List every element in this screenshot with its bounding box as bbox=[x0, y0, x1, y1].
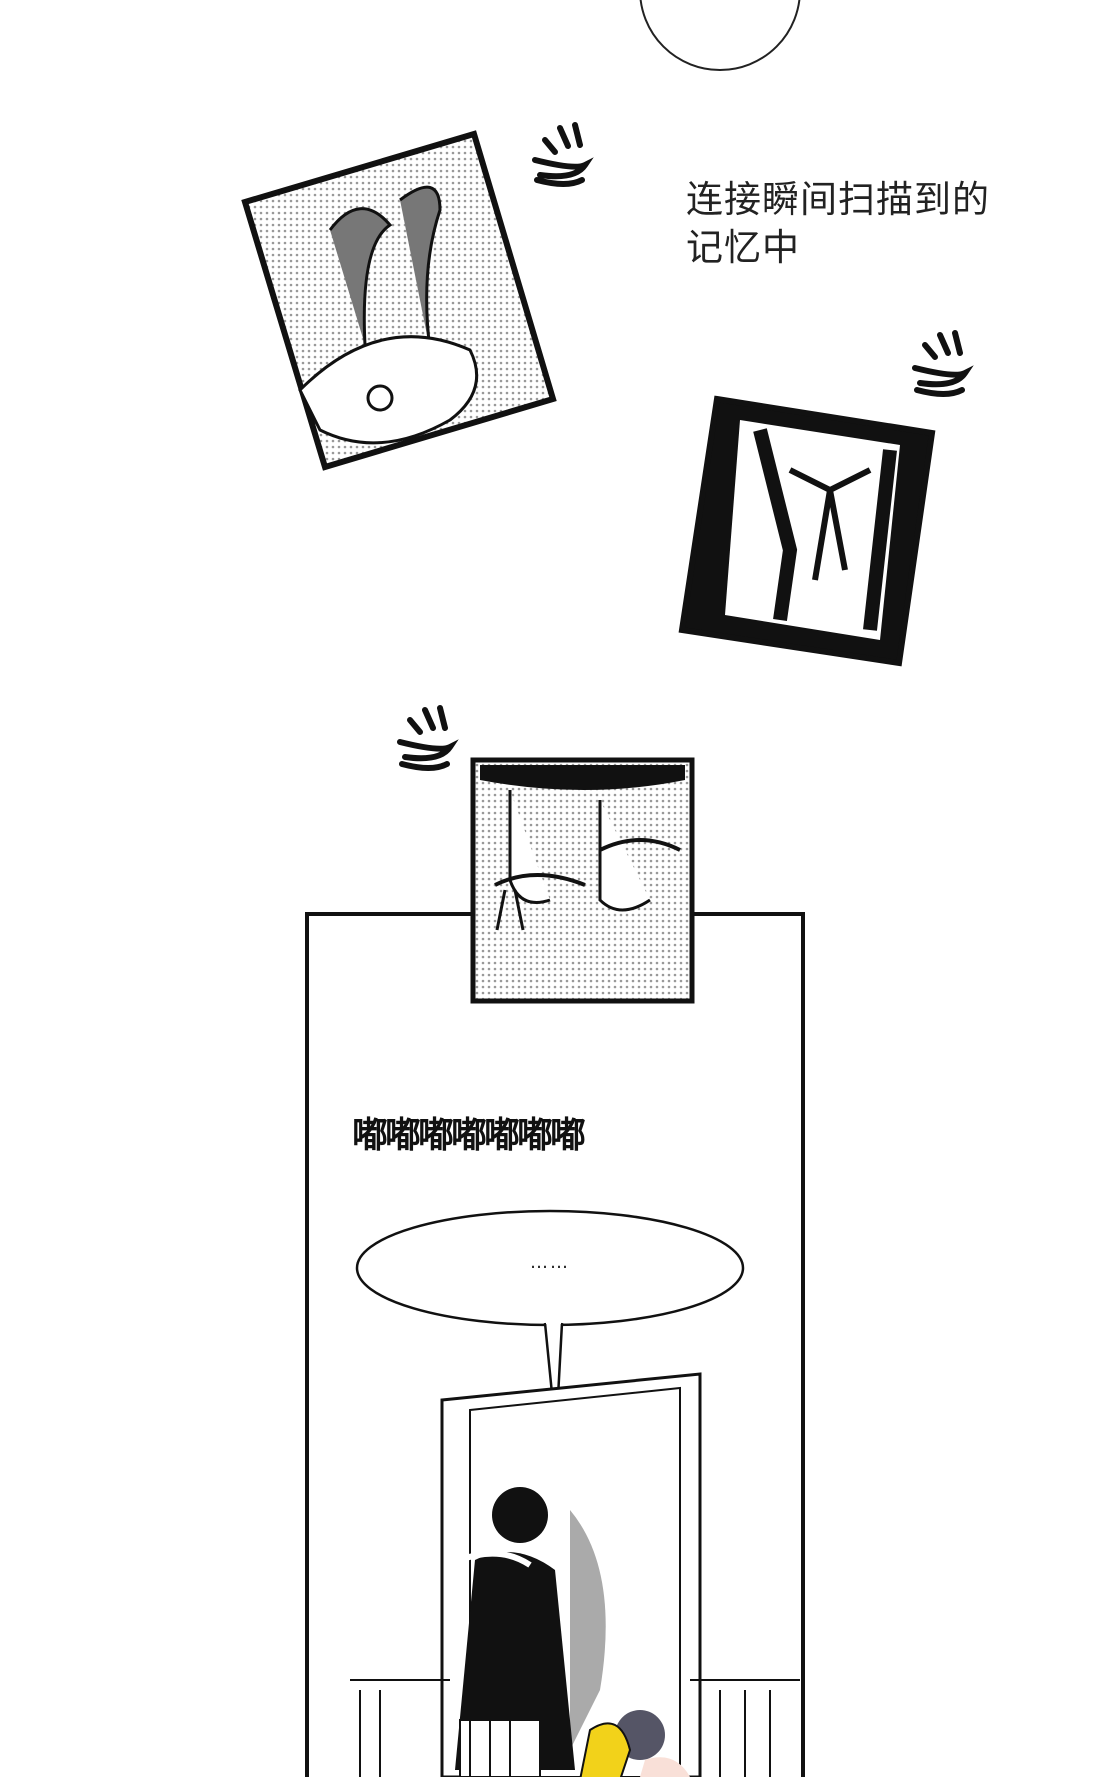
narration-line-1: 连接瞬间扫描到的 bbox=[686, 178, 990, 221]
memory-panel-bunny bbox=[241, 130, 557, 471]
memory-panel-stockings bbox=[470, 757, 695, 1004]
narration-text: 连接瞬间扫描到的 记忆中 bbox=[686, 176, 990, 272]
character-boy bbox=[455, 1487, 575, 1777]
door-scene bbox=[350, 1372, 800, 1777]
narration-line-2: 记忆中 bbox=[686, 226, 800, 269]
speech-bubble-text: …… bbox=[530, 1252, 570, 1273]
top-speech-bubble bbox=[639, 0, 801, 71]
sound-effect-text: 嘟嘟嘟嘟嘟嘟嘟 bbox=[352, 1115, 586, 1156]
character-sleeping-child bbox=[579, 1710, 690, 1777]
speech-bubble bbox=[355, 1209, 745, 1435]
sound-mark bbox=[397, 122, 974, 771]
memory-panel-ribbon bbox=[678, 395, 936, 667]
